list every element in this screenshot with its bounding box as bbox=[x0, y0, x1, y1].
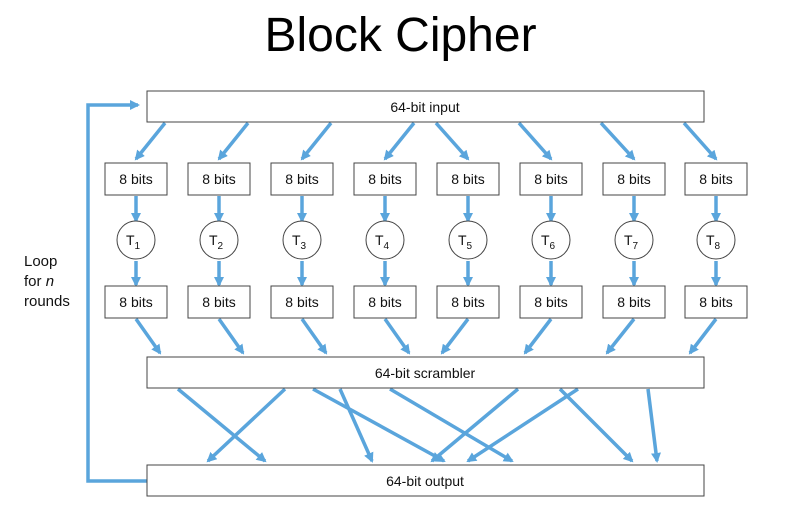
output-chunk-label-1: 8 bits bbox=[119, 294, 152, 310]
input-chunk-box-5 bbox=[436, 162, 500, 196]
output-chunk-box-8 bbox=[684, 285, 748, 319]
output-chunk-label-8: 8 bits bbox=[699, 294, 732, 310]
output-chunk-box-4 bbox=[353, 285, 417, 319]
chunk-to-scrambler-arrow-8 bbox=[688, 317, 718, 355]
transform-circle-4 bbox=[365, 220, 405, 260]
input-to-chunk-arrow-2 bbox=[217, 121, 250, 161]
output-chunk-box-7 bbox=[602, 285, 666, 319]
input-chunk-box-2 bbox=[187, 162, 251, 196]
output-chunk-label-6: 8 bits bbox=[534, 294, 567, 310]
scrambler-block: 64-bit scrambler bbox=[146, 356, 705, 389]
chunk-to-scrambler-arrow-4 bbox=[383, 317, 411, 355]
input-chunk-label-5: 8 bits bbox=[451, 171, 484, 187]
chunk-to-scrambler-arrow-3 bbox=[300, 317, 328, 355]
scrambler-to-output-arrow-1 bbox=[176, 387, 267, 463]
input-chunk-label-3: 8 bits bbox=[285, 171, 318, 187]
chunk-to-scrambler-arrow-5 bbox=[440, 317, 470, 355]
output-block: 64-bit output bbox=[146, 464, 705, 497]
output-chunk-box-1 bbox=[104, 285, 168, 319]
arrow-layer bbox=[86, 100, 721, 483]
output-chunk-box-6 bbox=[519, 285, 583, 319]
scrambler-label: 64-bit scrambler bbox=[375, 365, 476, 381]
input-chunk-label-6: 8 bits bbox=[534, 171, 567, 187]
transform-circle-1 bbox=[116, 220, 156, 260]
transform-circle-5 bbox=[448, 220, 488, 260]
scrambler-to-output-arrow-7 bbox=[466, 387, 579, 463]
chunk-to-scrambler-arrow-2 bbox=[217, 317, 245, 355]
scrambler-to-output-arrow-6 bbox=[558, 387, 634, 463]
input-to-chunk-arrow-4 bbox=[383, 121, 416, 161]
output-label: 64-bit output bbox=[386, 473, 464, 489]
scrambler-to-output-arrow-5 bbox=[389, 387, 514, 463]
loop-n-variable: n bbox=[45, 273, 55, 290]
output-chunk-box-2 bbox=[187, 285, 251, 319]
input-to-chunk-arrow-6 bbox=[517, 121, 553, 161]
scrambler-to-output-arrow-9 bbox=[646, 388, 661, 463]
loop-label: Loop for n rounds bbox=[24, 252, 70, 312]
feedback-loop-arrow bbox=[86, 100, 147, 483]
output-chunk-label-7: 8 bits bbox=[617, 294, 650, 310]
input-chunk-box-7 bbox=[602, 162, 666, 196]
transform-circle-8 bbox=[696, 220, 736, 260]
input-label: 64-bit input bbox=[390, 99, 459, 115]
input-block: 64-bit input bbox=[146, 90, 705, 123]
output-chunk-box-3 bbox=[270, 285, 334, 319]
transform-circle-3 bbox=[282, 220, 322, 260]
input-chunk-box-3 bbox=[270, 162, 334, 196]
transform-circle-6 bbox=[531, 220, 571, 260]
input-chunk-box-4 bbox=[353, 162, 417, 196]
input-chunk-box-6 bbox=[519, 162, 583, 196]
output-chunk-label-5: 8 bits bbox=[451, 294, 484, 310]
chunk-to-scrambler-arrow-1 bbox=[134, 317, 162, 355]
loop-line-2: for n bbox=[24, 272, 70, 292]
output-chunk-box-5 bbox=[436, 285, 500, 319]
input-chunk-label-7: 8 bits bbox=[617, 171, 650, 187]
output-chunk-label-3: 8 bits bbox=[285, 294, 318, 310]
transform-circle-2 bbox=[199, 220, 239, 260]
scrambler-to-output-arrow-4 bbox=[338, 388, 374, 463]
input-to-chunk-arrow-5 bbox=[434, 121, 470, 161]
input-chunk-box-8 bbox=[684, 162, 748, 196]
input-to-chunk-arrow-1 bbox=[134, 121, 167, 161]
loop-line-1: Loop bbox=[24, 253, 58, 270]
input-chunk-label-1: 8 bits bbox=[119, 171, 152, 187]
input-chunk-label-4: 8 bits bbox=[368, 171, 401, 187]
input-to-chunk-arrow-3 bbox=[300, 121, 333, 161]
transform-circle-7 bbox=[614, 220, 654, 260]
loop-for-text: for bbox=[24, 273, 46, 290]
input-chunk-box-1 bbox=[104, 162, 168, 196]
scrambler-to-output-arrow-3 bbox=[312, 387, 446, 463]
input-chunk-label-2: 8 bits bbox=[202, 171, 235, 187]
scrambler-to-output-arrow-8 bbox=[430, 387, 520, 463]
chunk-to-scrambler-arrow-7 bbox=[605, 317, 636, 355]
scrambler-to-output-arrow-2 bbox=[206, 387, 287, 463]
input-to-chunk-arrow-8 bbox=[682, 121, 718, 161]
input-to-chunk-arrow-7 bbox=[599, 121, 636, 161]
output-chunk-label-4: 8 bits bbox=[368, 294, 401, 310]
chunk-to-scrambler-arrow-6 bbox=[523, 317, 553, 355]
output-chunk-label-2: 8 bits bbox=[202, 294, 235, 310]
input-chunk-label-8: 8 bits bbox=[699, 171, 732, 187]
loop-line-3: rounds bbox=[24, 293, 70, 310]
diagram-title: Block Cipher bbox=[264, 9, 537, 62]
